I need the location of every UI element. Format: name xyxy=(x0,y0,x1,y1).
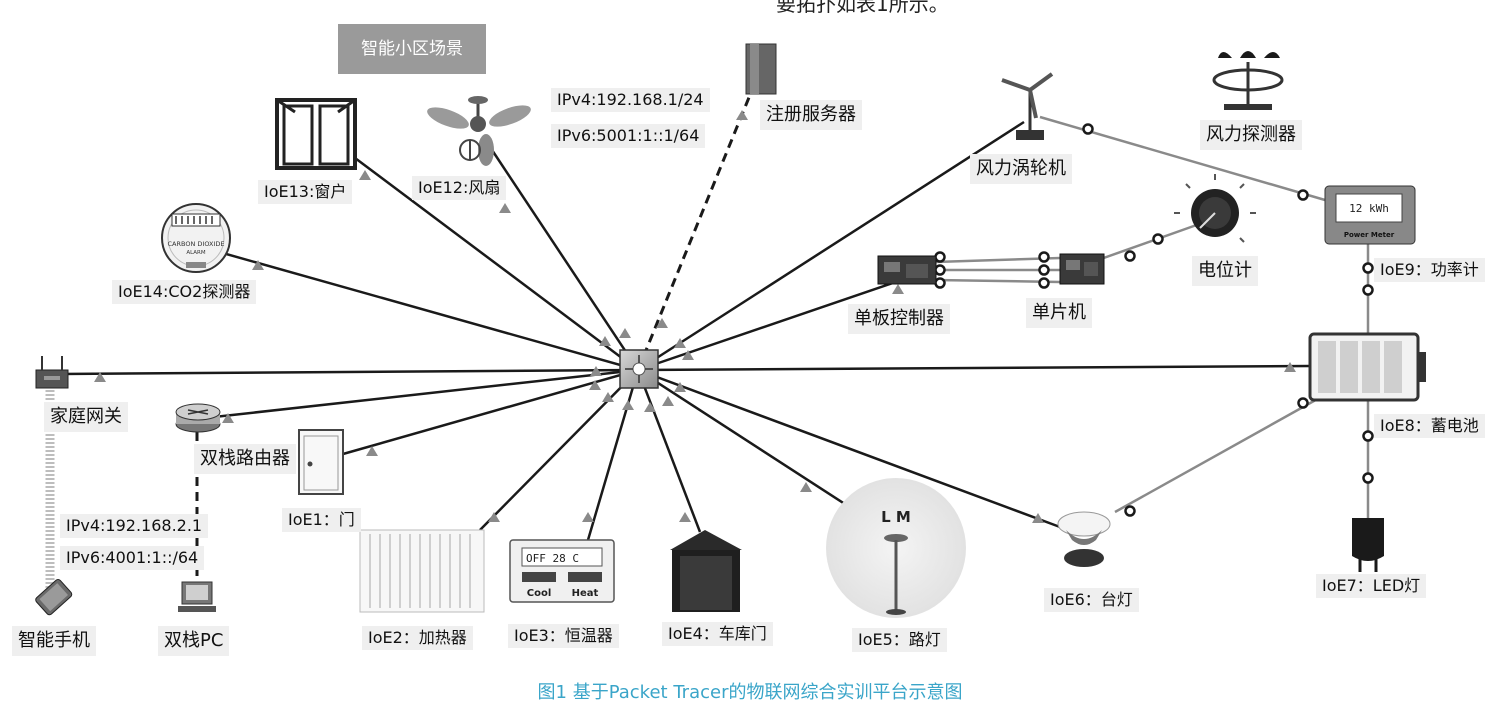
link-garage xyxy=(636,369,702,533)
window-icon[interactable] xyxy=(275,98,357,170)
thermostat-display: OFF 28 C xyxy=(526,552,579,565)
pc-icon[interactable] xyxy=(178,581,216,612)
thermostat-icon[interactable]: OFF 28 C Cool Heat xyxy=(509,539,615,603)
router-icon[interactable] xyxy=(175,403,221,433)
board-controller-label: 单板控制器 xyxy=(848,304,950,334)
pc-label: 双栈PC xyxy=(158,626,230,656)
streetlight-letters: L M xyxy=(881,508,911,526)
server-icon[interactable] xyxy=(745,43,777,95)
co2-label-line2: ALARM xyxy=(186,250,206,256)
link-battery xyxy=(637,364,1311,372)
server-ipv4-label: IPv4:192.168.1/24 xyxy=(551,88,710,112)
heater-icon[interactable] xyxy=(359,529,485,613)
ioe8-label: IoE8：蓄电池 xyxy=(1374,414,1485,438)
ioe4-label: IoE4：车库门 xyxy=(662,622,773,646)
thermostat-heat-label: Heat xyxy=(572,588,599,599)
router-label: 双栈路由器 xyxy=(194,444,296,474)
link-fan xyxy=(490,149,640,371)
mcu-label: 单片机 xyxy=(1026,298,1092,328)
led-plug-icon[interactable] xyxy=(1352,518,1384,572)
link-router xyxy=(204,368,639,420)
thermostat-cool-label: Cool xyxy=(527,588,552,599)
potentiometer-icon[interactable] xyxy=(1174,174,1256,243)
link-co2 xyxy=(211,248,639,372)
smartphone-label: 智能手机 xyxy=(12,626,96,656)
server-label: 注册服务器 xyxy=(760,100,862,130)
central-switch-icon[interactable] xyxy=(619,349,659,389)
ioe5-label: IoE5：路灯 xyxy=(852,628,947,652)
lan-ipv4-label: IPv4:192.168.2.1 xyxy=(60,514,209,538)
wind-detector-label: 风力探测器 xyxy=(1200,120,1302,150)
power-meter-name: Power Meter xyxy=(1344,231,1395,239)
link-thermostat xyxy=(586,369,640,541)
wire-connectors xyxy=(934,123,1374,517)
wind-turbine-icon[interactable] xyxy=(1001,72,1054,140)
fan-icon[interactable] xyxy=(425,96,534,166)
streetlight-icon[interactable]: L M xyxy=(826,478,966,618)
potentiometer-label: 电位计 xyxy=(1192,256,1258,286)
link-window xyxy=(354,156,639,372)
ioe3-label: IoE3：恒温器 xyxy=(508,624,619,648)
link-server-dashed xyxy=(636,94,752,371)
link-board xyxy=(637,271,923,372)
gateway-icon[interactable] xyxy=(35,356,69,389)
board-controller-icon[interactable] xyxy=(877,255,937,285)
spoke-lines xyxy=(59,120,1311,541)
server-ipv6-label: IPv6:5001:1::1/64 xyxy=(551,124,706,148)
co2-detector-icon[interactable]: CARBON DIOXIDE ALARM xyxy=(161,203,231,273)
co2-label-line1: CARBON DIOXIDE xyxy=(168,240,225,248)
link-gateway xyxy=(59,368,639,376)
link-arrows xyxy=(94,110,1296,565)
ioe2-label: IoE2：加热器 xyxy=(362,626,473,650)
battery-icon[interactable] xyxy=(1308,332,1426,402)
door-icon[interactable] xyxy=(298,429,344,495)
ioe12-label: IoE12:风扇 xyxy=(412,176,507,200)
anemometer-icon[interactable] xyxy=(1212,51,1284,110)
smartphone-icon[interactable] xyxy=(34,578,73,616)
ioe14-label: IoE14:CO2探测器 xyxy=(112,280,257,304)
ioe1-label: IoE1：门 xyxy=(282,508,361,532)
link-turbine xyxy=(637,120,1025,372)
link-heater xyxy=(479,369,639,531)
figure-caption: 图1 基于Packet Tracer的物联网综合实训平台示意图 xyxy=(537,682,963,703)
ioe6-label: IoE6：台灯 xyxy=(1044,588,1139,612)
lan-ipv6-label: IPv6:4001:1::/64 xyxy=(60,546,205,570)
power-meter-icon[interactable]: 12 kWh Power Meter xyxy=(1324,185,1416,245)
link-desklamp xyxy=(637,368,1061,529)
scene-title: 智能小区场景 xyxy=(338,24,486,74)
desk-lamp-icon[interactable] xyxy=(1057,511,1111,567)
garage-icon[interactable] xyxy=(670,530,742,612)
link-door xyxy=(342,368,639,456)
wind-turbine-label: 风力涡轮机 xyxy=(970,154,1072,184)
gateway-label: 家庭网关 xyxy=(44,402,128,432)
top-text-fragment: 要拓扑如表1所示。 xyxy=(776,0,949,16)
ioe7-label: IoE7：LED灯 xyxy=(1316,574,1427,598)
mcu-icon[interactable] xyxy=(1059,253,1105,285)
ioe13-label: IoE13:窗户 xyxy=(258,180,353,204)
power-meter-reading: 12 kWh xyxy=(1349,202,1389,215)
ioe9-label: IoE9：功率计 xyxy=(1374,258,1485,282)
